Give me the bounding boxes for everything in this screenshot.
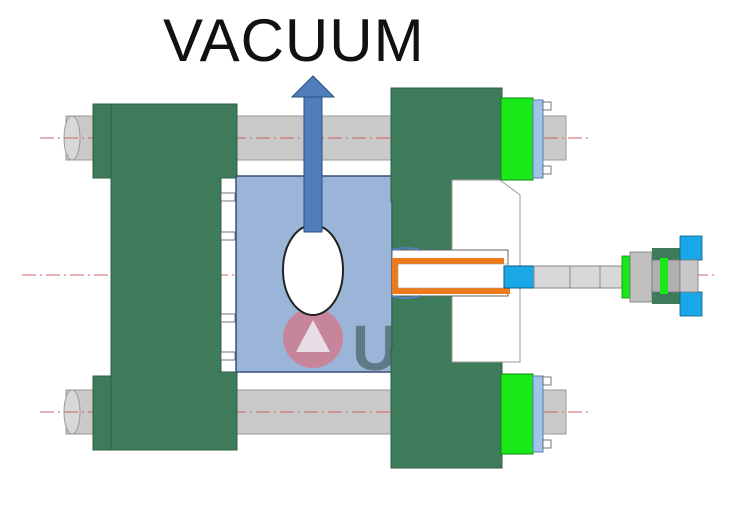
lower-clamp-cylinder	[500, 373, 552, 455]
vacuum-arrow	[290, 75, 336, 233]
upper-bolt-top	[542, 101, 552, 111]
orange-seal-bottom	[392, 288, 510, 294]
shaft-body	[533, 265, 635, 289]
lower-cyl-green	[500, 373, 534, 455]
cyl-mid-block	[679, 259, 699, 293]
plunger-rod	[397, 263, 509, 289]
cyl-cyan-top	[679, 235, 703, 261]
bolt-4	[220, 351, 236, 361]
cyl-green-left	[621, 255, 631, 299]
injection-cylinder-assembly	[621, 235, 703, 317]
upper-clamp-cylinder	[500, 97, 552, 181]
orange-seal-top	[392, 258, 504, 264]
bolt-3	[220, 313, 236, 323]
bolt-2	[220, 231, 236, 241]
lower-bolt-top	[542, 376, 552, 386]
cyl-bright-green	[660, 258, 668, 294]
cyl-flange	[629, 251, 653, 303]
injection-plunger	[391, 247, 535, 299]
vacuum-port	[282, 224, 344, 316]
vacuum-arrow-shaft	[303, 95, 323, 233]
vacuum-label: VACUUM	[163, 7, 425, 74]
sleeve-curve-top	[391, 247, 421, 251]
orange-seal-left	[392, 258, 398, 294]
left-platen	[92, 103, 238, 451]
upper-cyl-green	[500, 97, 534, 181]
sleeve-curve-bottom	[391, 295, 421, 299]
injection-shaft	[533, 265, 635, 289]
upper-bolt-bottom	[542, 165, 552, 175]
plunger-tip-block	[503, 265, 535, 289]
bolt-1	[220, 192, 236, 202]
lower-cyl-blue	[532, 375, 544, 453]
watermark-triangle	[296, 320, 330, 352]
cyl-dark-green-bottom	[652, 292, 680, 304]
left-platen-body	[92, 103, 238, 451]
vacuum-arrow-head	[290, 75, 336, 98]
cyl-dark-green-top	[652, 248, 680, 260]
cyl-cyan-bottom	[679, 291, 703, 317]
upper-cyl-blue	[532, 99, 544, 179]
lower-bolt-bottom	[542, 439, 552, 449]
